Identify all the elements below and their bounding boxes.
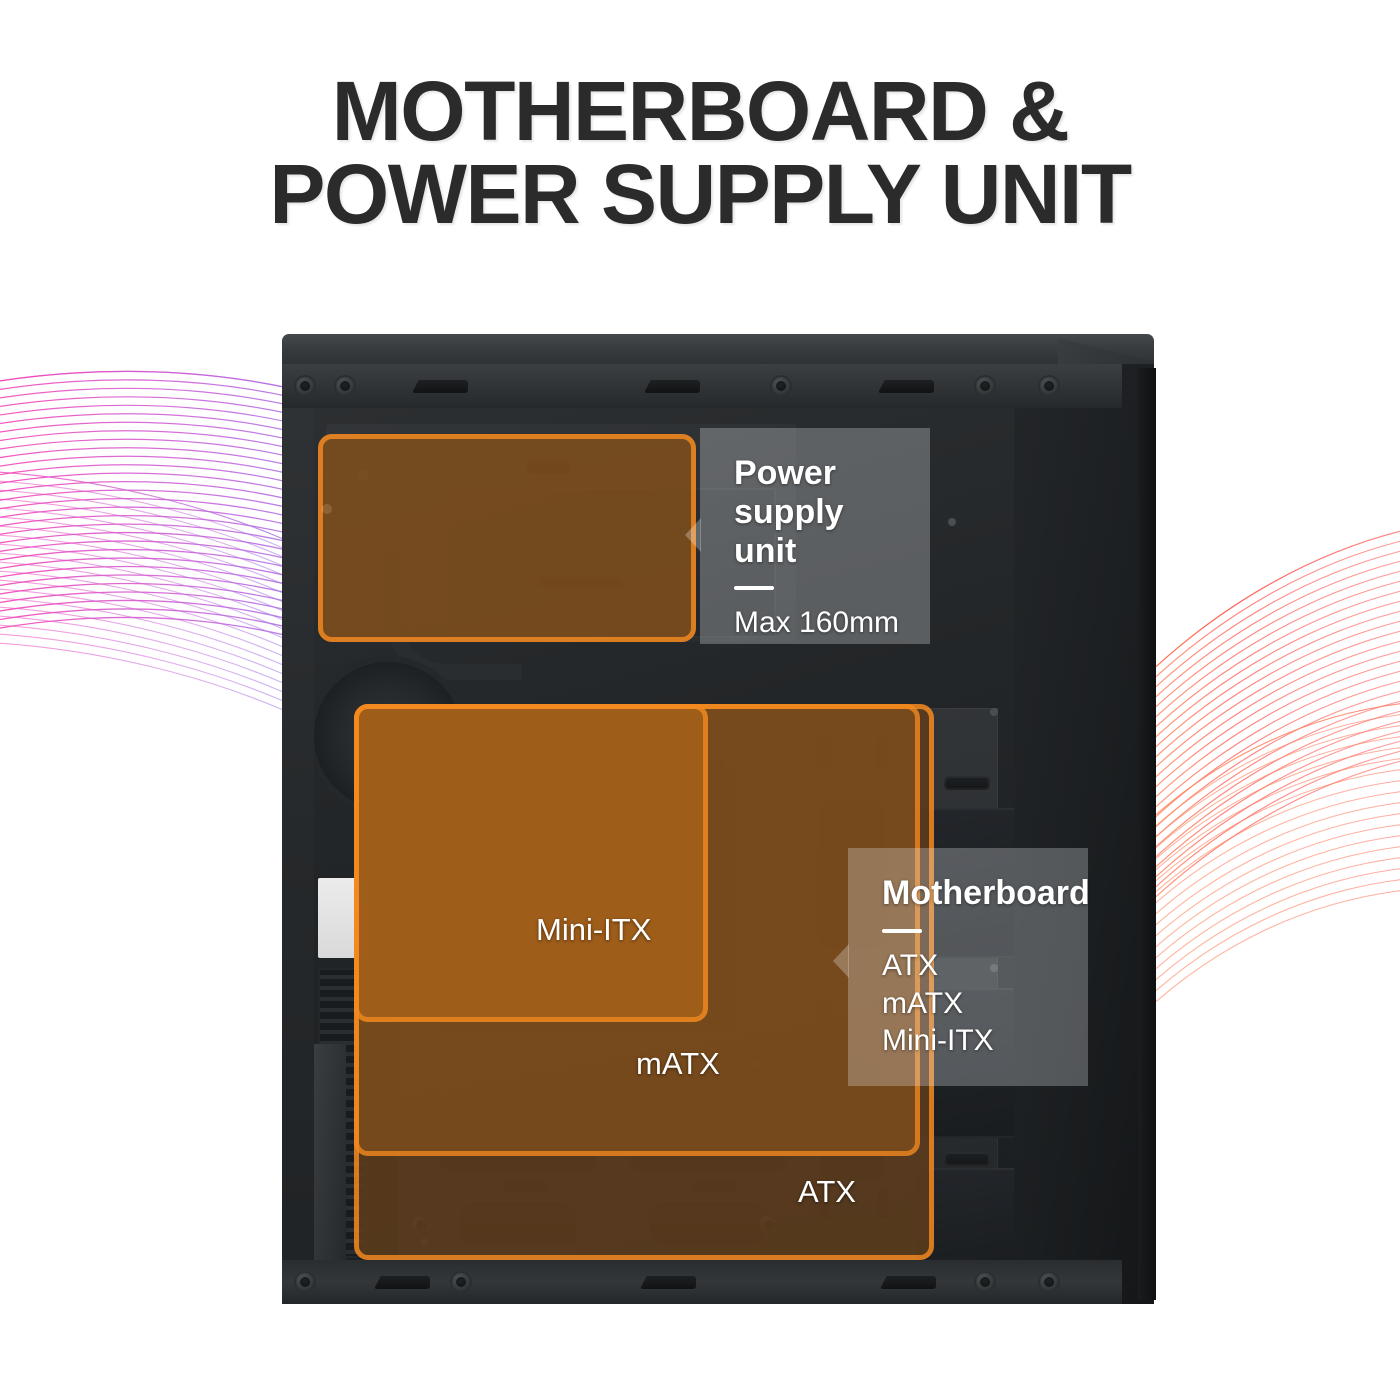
panel-tab <box>878 380 934 393</box>
screw <box>1038 1271 1060 1293</box>
motherboard-callout-title: Motherboard <box>882 874 1090 912</box>
page-title: MOTHERBOARD & POWER SUPPLY UNIT <box>0 64 1400 242</box>
psu-callout-divider <box>734 586 774 591</box>
psu-callout-pointer <box>685 518 701 552</box>
matx-overlay-label: mATX <box>636 1046 720 1081</box>
case-top-rail <box>282 364 1122 408</box>
screw <box>450 1271 472 1293</box>
motherboard-callout-panel: Motherboard ATX mATX Mini-ITX <box>833 848 1090 1086</box>
front-panel-edge <box>314 1044 346 1260</box>
psu-callout-spec: Max 160mm <box>734 606 900 640</box>
panel-tab <box>412 380 468 393</box>
screw <box>294 1271 316 1293</box>
screw <box>334 375 356 397</box>
atx-overlay-label: ATX <box>798 1174 856 1209</box>
motherboard-callout-divider <box>882 928 922 933</box>
screw <box>294 375 316 397</box>
motherboard-format-atx: ATX <box>882 948 939 982</box>
motherboard-callout-pointer <box>833 944 849 978</box>
motherboard-format-mini-itx: Mini-ITX <box>882 1024 994 1058</box>
screw <box>974 375 996 397</box>
psu-callout-title-line-2: supply unit <box>734 492 844 570</box>
psu-area-overlay <box>318 434 696 642</box>
case-side-depth-panel <box>994 364 1154 1304</box>
case-bottom-rail <box>282 1260 1122 1304</box>
psu-callout-title: Power supply unit <box>734 454 904 570</box>
panel-tab <box>374 1276 430 1289</box>
panel-tab <box>880 1276 936 1289</box>
mini-itx-overlay-label: Mini-ITX <box>536 912 652 947</box>
case-top-lid <box>282 334 1154 366</box>
motherboard-format-matx: mATX <box>882 986 964 1020</box>
page-title-line-2: POWER SUPPLY UNIT <box>269 147 1132 242</box>
screw <box>1038 375 1060 397</box>
screw <box>974 1271 996 1293</box>
panel-tab <box>644 380 700 393</box>
case-rear-edge <box>1138 368 1156 1300</box>
psu-callout-title-line-1: Power <box>734 454 837 492</box>
screw <box>770 375 792 397</box>
psu-callout-panel: Power supply unit Max 160mm <box>685 428 930 644</box>
mini-itx-area-overlay <box>354 704 708 1022</box>
motherboard-callout-formats: ATX mATX Mini-ITX <box>882 947 1062 1060</box>
page-title-line-1: MOTHERBOARD & <box>331 64 1070 158</box>
panel-tab <box>640 1276 696 1289</box>
